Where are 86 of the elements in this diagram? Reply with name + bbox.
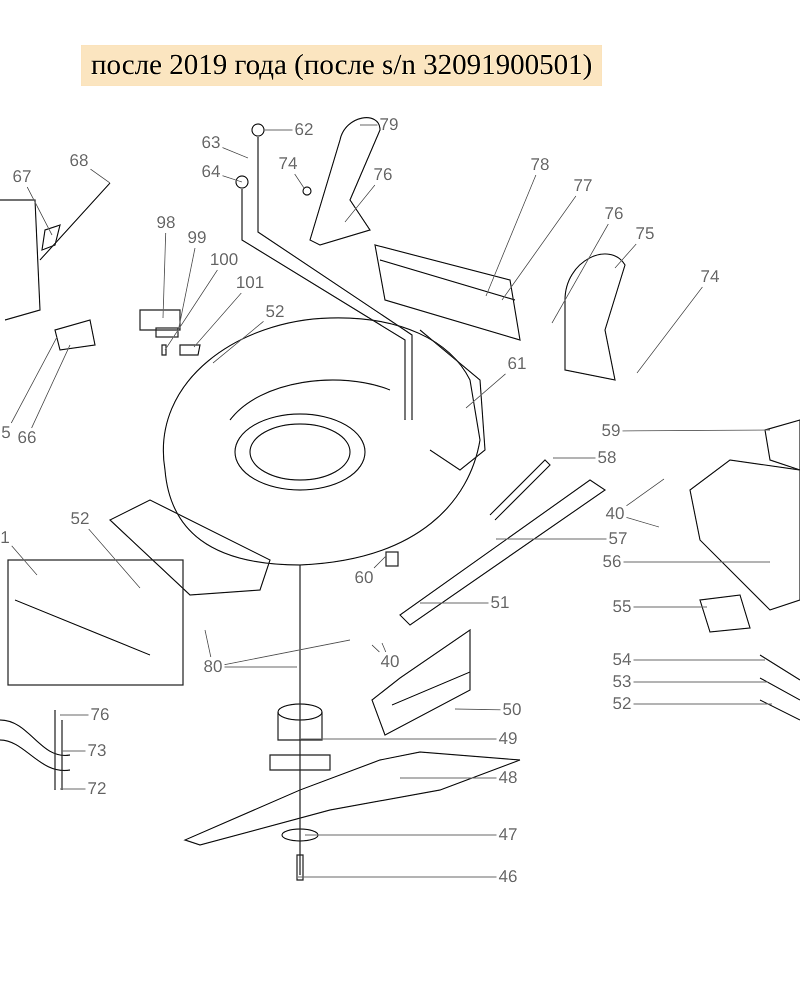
leader-line xyxy=(11,545,38,576)
leader-line xyxy=(31,344,70,428)
callout-number: 61 xyxy=(506,355,528,373)
callout-number: 46 xyxy=(498,868,518,886)
title: после 2019 года (после s/n 32091900501) xyxy=(81,45,602,86)
callout-number: 78 xyxy=(530,156,550,174)
callout-number: 58 xyxy=(596,449,618,467)
callout-number: 75 xyxy=(634,225,656,243)
callout-number: 52 xyxy=(70,510,90,528)
leader-line xyxy=(633,606,708,608)
leader-line xyxy=(222,175,242,182)
callout-number: 74 xyxy=(278,155,298,173)
leader-line xyxy=(60,788,86,790)
callout-number: 55 xyxy=(612,598,632,616)
leader-line xyxy=(162,232,166,318)
leader-line xyxy=(496,538,607,540)
leader-line xyxy=(224,666,298,668)
leader-line xyxy=(10,336,58,424)
callout-number: 54 xyxy=(612,651,632,669)
callout-number: 48 xyxy=(498,769,518,787)
leader-line xyxy=(222,147,248,158)
callout-number: 59 xyxy=(600,422,622,440)
callout-number: 66 xyxy=(16,429,38,447)
callout-number: 99 xyxy=(186,229,208,247)
callout-number: 52 xyxy=(264,303,286,321)
callout-number: 5 xyxy=(0,424,12,442)
leader-line xyxy=(382,642,386,652)
callout-number: 79 xyxy=(378,116,400,134)
leader-line xyxy=(294,174,304,188)
callout-number: 72 xyxy=(86,780,108,798)
leader-line xyxy=(204,630,212,658)
callout-number: 1 xyxy=(0,529,11,547)
leader-line xyxy=(224,640,350,666)
callout-number: 40 xyxy=(604,505,626,523)
leader-line xyxy=(454,708,501,710)
leader-line xyxy=(298,876,497,878)
callout-number: 62 xyxy=(294,121,314,139)
leader-line xyxy=(62,750,86,752)
callout-number: 68 xyxy=(68,152,90,170)
callout-number: 63 xyxy=(200,134,222,152)
leader-line xyxy=(90,168,110,184)
leader-line xyxy=(626,478,664,506)
leader-line xyxy=(636,286,703,374)
callout-number: 101 xyxy=(234,274,266,292)
callout-number: 74 xyxy=(700,268,720,286)
callout-number: 80 xyxy=(202,658,224,676)
callout-number: 47 xyxy=(498,826,518,844)
callout-number: 49 xyxy=(498,730,518,748)
callout-number: 98 xyxy=(156,214,176,232)
leader-line xyxy=(178,248,196,332)
leader-line xyxy=(60,714,89,716)
callout-number: 100 xyxy=(208,251,240,269)
callout-number: 77 xyxy=(572,177,594,195)
leader-line xyxy=(372,644,380,652)
leader-line xyxy=(622,430,770,432)
callout-number: 56 xyxy=(602,553,622,571)
leader-line xyxy=(304,834,497,836)
leader-line xyxy=(466,373,506,408)
leader-line xyxy=(344,184,376,222)
leader-line xyxy=(374,556,386,568)
leader-line xyxy=(626,516,660,528)
callout-number: 67 xyxy=(12,168,32,186)
leader-line xyxy=(300,738,497,740)
callout-number: 51 xyxy=(490,594,510,612)
callout-number: 64 xyxy=(200,163,222,181)
leader-line xyxy=(486,174,536,296)
leader-line xyxy=(614,244,637,268)
leader-line xyxy=(420,602,489,604)
callout-number: 57 xyxy=(608,530,628,548)
callout-number: 50 xyxy=(502,701,522,719)
leader-line xyxy=(360,124,378,126)
callout-number: 53 xyxy=(612,673,632,691)
callout-number: 52 xyxy=(612,695,632,713)
leader-line xyxy=(194,292,242,348)
leader-line xyxy=(164,270,218,350)
leader-line xyxy=(552,224,609,324)
callout-number: 76 xyxy=(604,205,624,223)
callout-number: 73 xyxy=(86,742,108,760)
callout-number: 76 xyxy=(372,166,394,184)
callout-number: 40 xyxy=(380,653,400,671)
leader-line xyxy=(88,528,140,588)
callout-number: 60 xyxy=(354,569,374,587)
leader-line xyxy=(26,186,52,236)
leader-line xyxy=(502,196,576,300)
callout-number: 76 xyxy=(90,706,110,724)
leader-line xyxy=(212,320,264,364)
